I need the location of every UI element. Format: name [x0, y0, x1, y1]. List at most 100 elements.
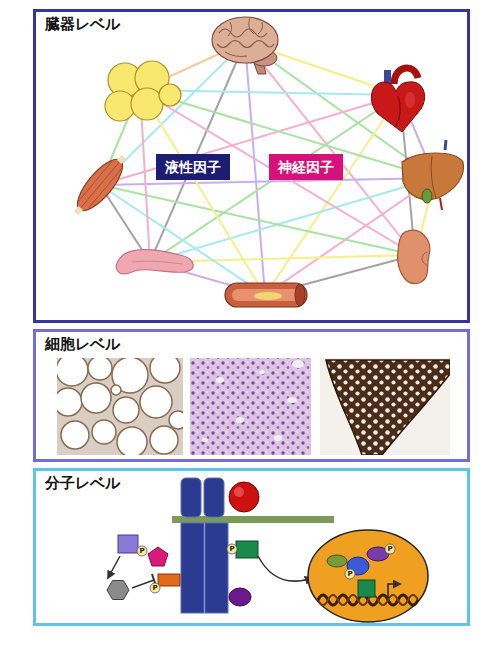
kidney-icon-part	[398, 230, 430, 283]
kidney-icon-part	[422, 252, 428, 266]
adipocyte-micrograph-part-part	[150, 426, 178, 454]
gland-micrograph	[320, 358, 450, 455]
phospho-label: P	[384, 544, 396, 554]
gland-micrograph-part	[326, 360, 450, 455]
liver-micrograph-part-part	[216, 377, 224, 383]
phospho-label: P	[149, 583, 161, 593]
panel-title: 細胞レベル	[45, 335, 120, 353]
signal-pathway-part-part	[150, 583, 160, 593]
signal-pathway-part	[137, 544, 395, 593]
gland-micrograph-part	[320, 358, 450, 455]
organ-links-part	[265, 178, 435, 295]
organ-links-part	[140, 90, 415, 255]
organ-links-part	[100, 178, 435, 185]
liver-micrograph-part	[202, 360, 304, 442]
brain-icon-part	[225, 52, 247, 57]
brain-icon-part	[228, 18, 263, 36]
signal-pathway-part-part	[227, 544, 237, 554]
liver-icon-part	[422, 189, 432, 203]
signal-pathway-part	[205, 523, 228, 613]
liver-micrograph-part-part	[292, 360, 304, 368]
molecule-level-panel: 分子レベル	[33, 468, 470, 626]
muscle-icon-part	[74, 206, 83, 215]
muscle-icon-part	[117, 155, 126, 164]
signal-pathway-part	[236, 541, 258, 558]
liver-micrograph-part-part	[236, 417, 244, 423]
liver-icon-part	[440, 198, 442, 210]
signal-pathway-part	[107, 581, 129, 600]
signal-pathway-part	[158, 574, 180, 586]
signal-pathway-part	[181, 478, 201, 517]
signal-pathway	[107, 478, 428, 622]
gland-micrograph-part	[326, 360, 450, 455]
adipocyte-micrograph-part-part	[57, 388, 82, 416]
organ-links-part	[100, 185, 265, 295]
liver-icon-part	[445, 140, 446, 150]
liver-micrograph-part-part	[274, 435, 282, 441]
adipocyte-micrograph-part-part	[113, 397, 139, 423]
organ-level-panel: 臓器レベル液性因子神経因子	[33, 9, 470, 323]
signal-pathway-part	[327, 555, 347, 567]
adipocyte-micrograph-part-part	[140, 386, 172, 418]
heart-icon-part	[405, 92, 415, 108]
signal-pathway-part	[358, 580, 375, 597]
adipocyte-micrograph-part-part	[88, 358, 112, 380]
organ-links-part	[245, 42, 265, 295]
muscle-icon	[67, 149, 133, 221]
adipocyte-micrograph-part-part	[61, 421, 89, 449]
adipocyte-micrograph-part-part	[81, 383, 111, 413]
adipocyte-micrograph	[57, 358, 183, 455]
signal-pathway-part	[181, 523, 204, 613]
liver-micrograph-part-part	[202, 438, 208, 442]
signal-pathway-part	[258, 556, 312, 581]
signal-pathway-part-part	[385, 544, 395, 554]
signal-pathway-part	[234, 487, 244, 497]
phospho-label: P	[136, 546, 148, 556]
heart-icon	[371, 68, 424, 132]
signal-pathway-part	[388, 584, 400, 598]
muscle-icon-part	[70, 153, 130, 217]
liver-icon	[402, 140, 464, 210]
signal-pathway-part	[308, 530, 428, 622]
signal-pathway-part	[108, 556, 120, 578]
adipose-icon-part	[105, 91, 135, 121]
neural-factor-box: 神経因子	[269, 154, 343, 180]
cell-level-panel: 細胞レベル	[33, 329, 470, 462]
brain-icon	[212, 17, 278, 74]
adipose-icon-part	[159, 84, 181, 106]
kidney-icon	[398, 230, 430, 283]
liver-micrograph-part-part	[259, 370, 265, 374]
organ-links-part	[100, 42, 245, 185]
signal-pathway-part-part	[137, 546, 147, 556]
factor-label: 液性因子	[165, 158, 221, 176]
pancreas-icon	[116, 250, 193, 274]
adipocyte-micrograph-part-part	[117, 427, 147, 455]
adipocyte-micrograph-part	[57, 358, 183, 455]
blood-vessel-icon	[225, 283, 307, 307]
humoral-factor-box: 液性因子	[156, 154, 230, 180]
adipose-icon-part	[131, 88, 163, 120]
blood-vessel-icon-part	[254, 292, 282, 300]
organ-links-part	[150, 95, 400, 262]
signal-pathway-part-part	[345, 569, 355, 579]
adipocyte-micrograph-part-part	[92, 420, 116, 444]
phospho-label: P	[344, 569, 356, 579]
signal-pathway-part	[204, 478, 224, 517]
adipocyte-micrograph-part-part	[150, 358, 180, 383]
heart-icon-part	[396, 96, 400, 126]
heart-icon-part	[371, 82, 424, 132]
pancreas-icon-part	[116, 250, 193, 274]
blood-vessel-icon-part	[295, 284, 305, 306]
liver-micrograph-part-part	[287, 397, 297, 403]
liver-icon-part	[402, 153, 464, 200]
phospho-label: P	[226, 544, 238, 554]
brain-icon-part	[217, 41, 274, 48]
muscle-icon-part	[75, 157, 125, 214]
brain-icon-part	[212, 17, 278, 63]
adipocyte-micrograph-part-part	[57, 358, 88, 386]
liver-micrograph-part	[190, 358, 311, 455]
adipocyte-micrograph-part-part	[111, 385, 121, 395]
signal-pathway-part	[148, 547, 168, 566]
organ-links	[100, 42, 435, 295]
